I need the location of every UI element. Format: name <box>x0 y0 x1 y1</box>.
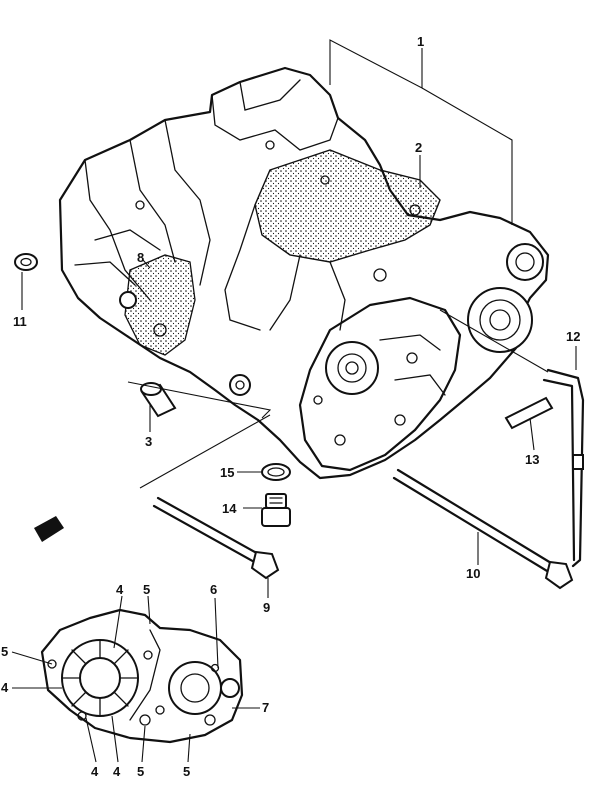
clip-part-13 <box>504 396 554 430</box>
callout-5-left: 5 <box>1 644 8 659</box>
callout-6: 6 <box>210 582 217 597</box>
callout-10: 10 <box>466 566 480 581</box>
callout-13: 13 <box>525 452 539 467</box>
callout-14: 14 <box>222 501 237 516</box>
callout-7: 7 <box>262 700 269 715</box>
callout-5-top: 5 <box>143 582 150 597</box>
washer-part-11 <box>14 253 38 271</box>
callout-11: 11 <box>13 314 27 329</box>
callout-5-bottom-a: 5 <box>137 764 144 779</box>
callout-4-bottom-a: 4 <box>91 764 99 779</box>
callout-labels: 1 2 8 11 3 15 14 9 10 12 13 4 5 6 5 4 7 … <box>1 34 580 779</box>
callout-9: 9 <box>263 600 270 615</box>
callout-5-bottom-b: 5 <box>183 764 190 779</box>
callout-2: 2 <box>415 140 422 155</box>
callout-4-top: 4 <box>116 582 124 597</box>
callout-4-left: 4 <box>1 680 9 695</box>
callout-15: 15 <box>220 465 234 480</box>
bolt-part-10 <box>392 468 574 590</box>
direction-arrow <box>34 516 64 542</box>
crankcase-half-inset <box>40 608 244 744</box>
oring-part-15 <box>261 463 291 481</box>
hose-part-12 <box>542 368 585 568</box>
callout-4-bottom-b: 4 <box>113 764 121 779</box>
callout-1: 1 <box>417 34 424 49</box>
callout-8: 8 <box>137 250 144 265</box>
drain-plug-part-14 <box>261 493 291 527</box>
callout-12: 12 <box>566 329 580 344</box>
crankcase-assembly <box>58 66 550 480</box>
bolt-part-9 <box>152 496 280 580</box>
callout-3: 3 <box>145 434 152 449</box>
leader-lines <box>11 39 577 763</box>
